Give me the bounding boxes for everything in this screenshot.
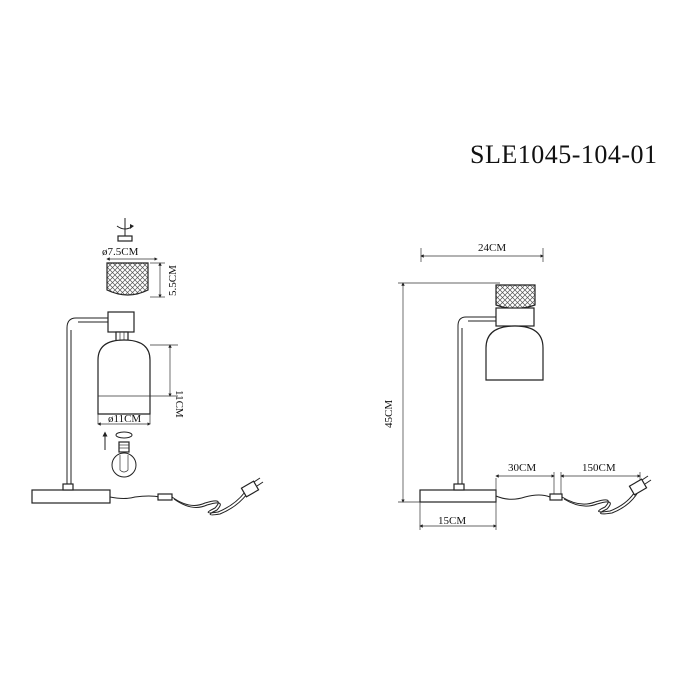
- rotate-icon: [116, 218, 134, 242]
- power-cord: [109, 495, 161, 499]
- lamp-base: [31, 489, 111, 504]
- plug-icon: [628, 475, 652, 496]
- cord-switch: [157, 493, 173, 501]
- top-diameter-dimension: ø7.5CM: [102, 246, 158, 261]
- mesh-cap: [106, 262, 149, 296]
- width-dimension: 24CM: [420, 242, 544, 262]
- model-number: SLE1045-104-01: [470, 140, 658, 169]
- glass-shade: [485, 325, 544, 381]
- shade-height-label: 11CM: [173, 390, 185, 418]
- cord-switch: [549, 493, 563, 501]
- height-label: 45CM: [383, 400, 395, 428]
- shade-diameter-label: ø11CM: [108, 413, 141, 425]
- power-cord: [495, 494, 551, 500]
- shade-height-dimension: 11CM: [150, 344, 185, 418]
- cord-switch-label: 30CM: [508, 462, 536, 474]
- shade-diameter-dimension: ø11CM: [97, 413, 151, 426]
- lamp-arm: [66, 317, 108, 488]
- lamp-base: [419, 489, 497, 503]
- cap-height-label: 5.5CM: [167, 265, 179, 296]
- top-diameter-label: ø7.5CM: [102, 246, 139, 258]
- plug-icon: [240, 477, 264, 498]
- glass-shade: [97, 339, 151, 415]
- assembled-view: 24CM 45CM 15CM: [383, 242, 652, 530]
- height-dimension: 45CM: [383, 282, 500, 503]
- width-label: 24CM: [478, 242, 506, 254]
- exploded-view: ø7.5CM 5.5CM 11CM: [31, 218, 264, 516]
- base-width-label: 15CM: [438, 515, 466, 527]
- cord-switch-dimension: 30CM: [495, 462, 555, 496]
- bulb-ring: [115, 431, 133, 439]
- switch-plug-dimension: 150CM: [560, 462, 641, 498]
- switch-plug-label: 150CM: [582, 462, 616, 474]
- socket-holder: [495, 307, 535, 327]
- cap-height-dimension: 5.5CM: [150, 262, 179, 298]
- bulb-icon: [111, 441, 137, 478]
- lamp-arm: [457, 316, 496, 488]
- socket-holder: [107, 311, 135, 333]
- mesh-cap: [495, 284, 536, 310]
- base-width-dimension: 15CM: [419, 478, 497, 530]
